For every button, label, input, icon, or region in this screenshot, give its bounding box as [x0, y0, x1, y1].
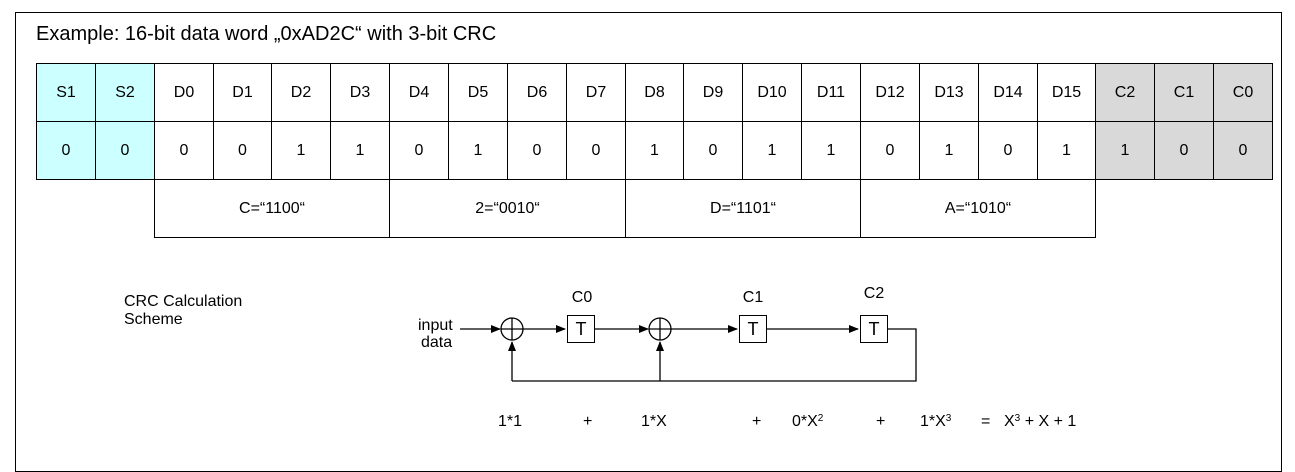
- bit-value-cell: 0: [154, 121, 214, 180]
- bit-value-cell: 0: [683, 121, 743, 180]
- register-c0: T: [567, 315, 595, 343]
- result-polynomial: X3 + X + 1: [1004, 413, 1077, 430]
- bit-header-cell: D8: [625, 63, 684, 122]
- bit-header-cell: S1: [36, 63, 96, 122]
- bit-value-cell: 0: [1154, 121, 1214, 180]
- plus-2: +: [752, 413, 762, 430]
- xor-gate-2: [648, 317, 672, 341]
- bit-header-cell: C2: [1095, 63, 1155, 122]
- term-3: 0*X2: [792, 413, 824, 430]
- xor-gate-1: [500, 317, 524, 341]
- bit-header-cell: D13: [919, 63, 979, 122]
- equals-sign: =: [981, 413, 991, 430]
- register-c0-label: C0: [571, 289, 593, 306]
- plus-1: +: [583, 413, 593, 430]
- bit-header-cell: D9: [683, 63, 743, 122]
- term-4: 1*X3: [920, 413, 952, 430]
- register-c2-label: C2: [863, 285, 885, 302]
- bit-header-cell: D15: [1037, 63, 1096, 122]
- bit-value-cell: 0: [860, 121, 920, 180]
- input-label-line1: input: [418, 317, 453, 334]
- bit-value-cell: 1: [1037, 121, 1096, 180]
- register-c1: T: [739, 315, 767, 343]
- bit-value-cell: 1: [330, 121, 390, 180]
- bit-header-cell: D4: [389, 63, 449, 122]
- nibble-cell: A=“1010“: [860, 179, 1096, 238]
- bit-value-cell: 0: [1213, 121, 1273, 180]
- bit-value-cell: 1: [801, 121, 861, 180]
- bit-value-cell: 1: [271, 121, 331, 180]
- figure-title: Example: 16-bit data word „0xAD2C“ with …: [36, 23, 497, 45]
- plus-3: +: [876, 413, 886, 430]
- bit-header-cell: D0: [154, 63, 214, 122]
- term-2: 1*X: [641, 413, 667, 430]
- crc-scheme-diagram: [460, 317, 917, 382]
- register-c1-label: C1: [742, 289, 764, 306]
- bit-header-cell: D5: [448, 63, 508, 122]
- bit-header-cell: D11: [801, 63, 861, 122]
- scheme-label-line1: CRC Calculation: [124, 293, 243, 310]
- scheme-label-line2: Scheme: [124, 311, 183, 328]
- bit-header-cell: D12: [860, 63, 920, 122]
- term-1: 1*1: [498, 413, 523, 430]
- feedback-line: [512, 328, 917, 382]
- bit-header-cell: C0: [1213, 63, 1273, 122]
- bit-header-cell: C1: [1154, 63, 1214, 122]
- input-label-line2: data: [421, 334, 453, 351]
- register-c2: T: [860, 315, 888, 343]
